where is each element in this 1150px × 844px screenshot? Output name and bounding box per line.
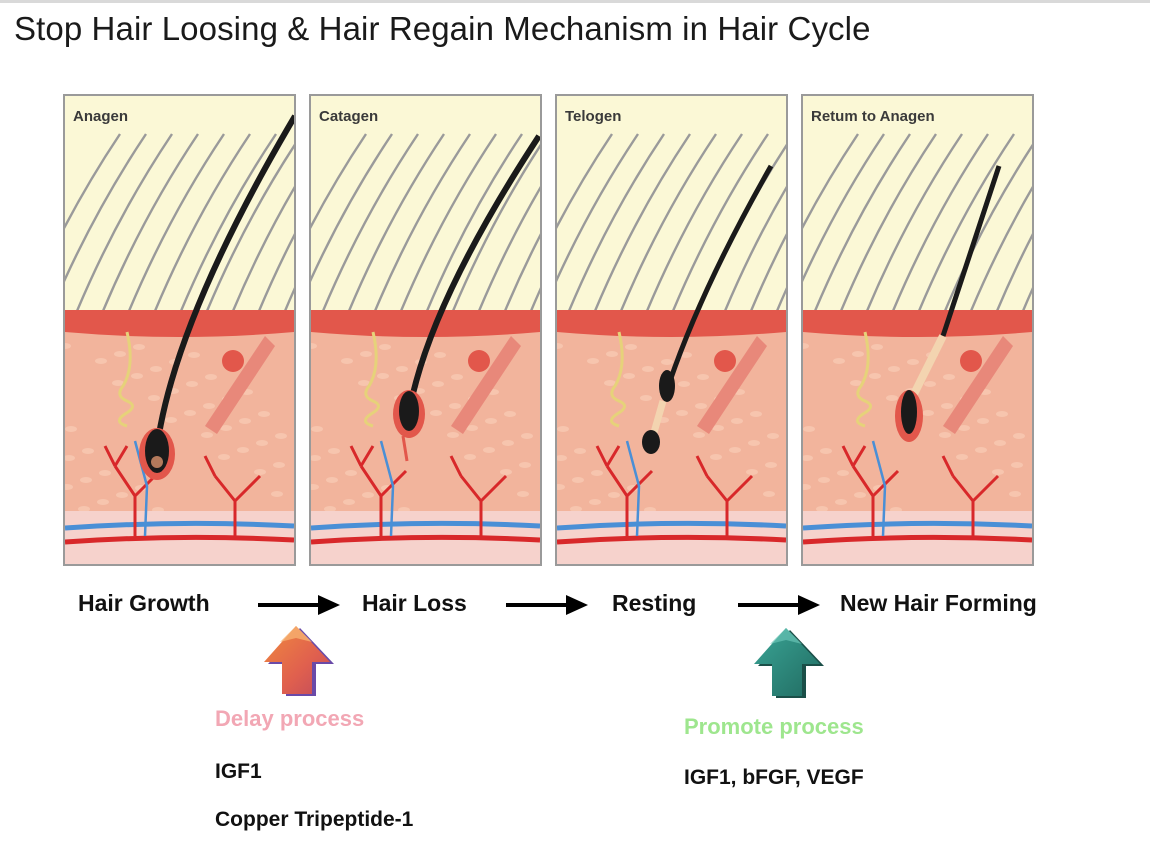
panel-label-return-to-anagen: Retum to Anagen bbox=[811, 108, 935, 125]
panel-return-to-anagen: Retum to Anagen bbox=[801, 94, 1034, 566]
page-title: Stop Hair Loosing & Hair Regain Mechanis… bbox=[14, 10, 871, 47]
flow-arrow-icon bbox=[506, 595, 588, 615]
panel-label-telogen: Telogen bbox=[565, 108, 622, 125]
stage-hair-growth: Hair Growth bbox=[78, 590, 210, 616]
delay-process-title: Delay process bbox=[215, 706, 365, 731]
promote-process-title: Promote process bbox=[684, 714, 864, 739]
stage-new-hair-forming: New Hair Forming bbox=[840, 590, 1037, 616]
catagen-illustration bbox=[311, 96, 540, 564]
flow-arrow-icon bbox=[258, 595, 340, 615]
flow-arrow-icon bbox=[738, 595, 820, 615]
stage-hair-loss: Hair Loss bbox=[362, 590, 467, 616]
panel-anagen: Anagen bbox=[63, 94, 296, 566]
delay-factor-igf1: IGF1 bbox=[215, 760, 262, 783]
panel-catagen: Catagen bbox=[309, 94, 542, 566]
panel-label-catagen: Catagen bbox=[319, 108, 379, 125]
delay-factor-copper-tripeptide: Copper Tripeptide-1 bbox=[215, 808, 414, 831]
anagen-illustration bbox=[65, 96, 294, 564]
panel-telogen: Telogen bbox=[555, 94, 788, 566]
delay-arrow-icon bbox=[264, 626, 334, 696]
panel-label-anagen: Anagen bbox=[73, 108, 129, 125]
promote-factors: IGF1, bFGF, VEGF bbox=[684, 766, 864, 789]
top-rule bbox=[0, 0, 1150, 3]
promote-arrow-icon bbox=[754, 628, 824, 698]
return-to-anagen-illustration bbox=[803, 96, 1032, 564]
stage-resting: Resting bbox=[612, 590, 697, 616]
telogen-illustration bbox=[557, 96, 786, 564]
